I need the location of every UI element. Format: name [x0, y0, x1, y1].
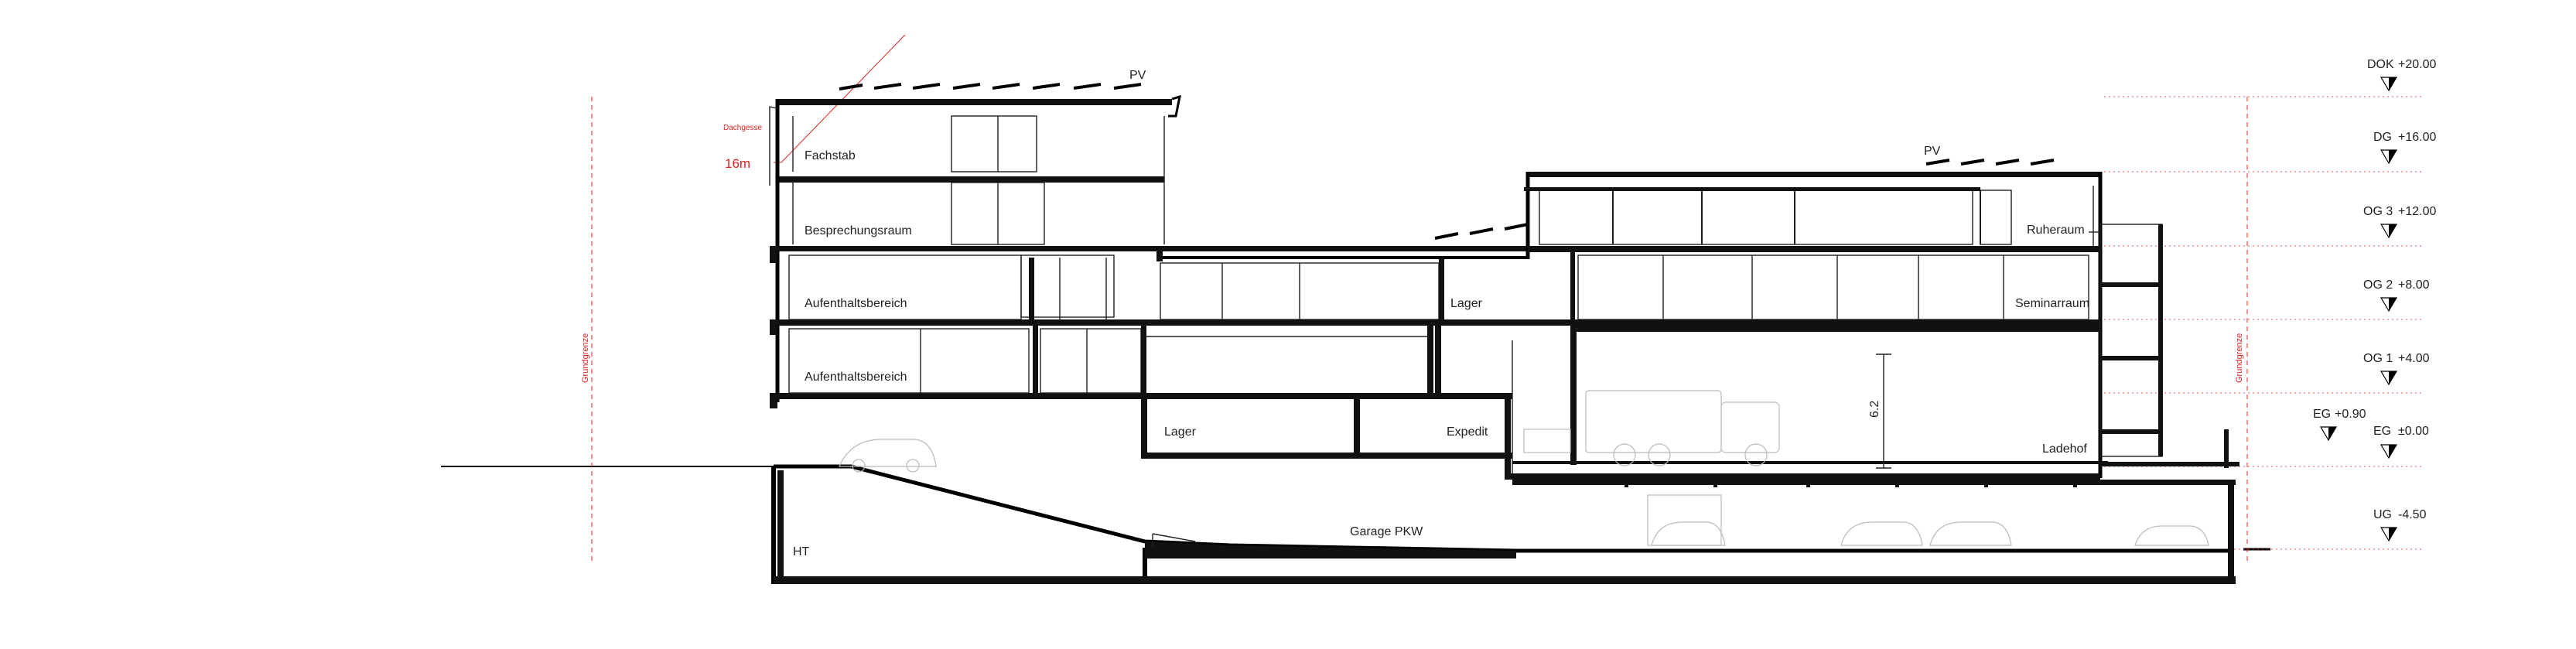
pv-panels-left: [839, 83, 1142, 91]
level-dg-name: DG: [2373, 131, 2392, 144]
level-guides: [2104, 96, 2421, 550]
level-ug-name: UG: [2373, 508, 2392, 521]
pv-panels-right: [1925, 159, 2055, 166]
room-labels: Fachstab Besprechungsraum Aufenthaltsber…: [793, 149, 2089, 558]
level-egplus-elev: +0.90: [2335, 408, 2366, 421]
pv-panels-mid: [1434, 223, 1529, 240]
main-floors: [770, 172, 2239, 495]
room-besprechungsraum: Besprechungsraum: [805, 224, 912, 237]
level-dok-name: DOK: [2367, 58, 2394, 71]
grundgrenze-right-label: Grundgrenze: [2235, 333, 2244, 383]
level-og1-name: OG 1: [2363, 352, 2393, 365]
pv-right-label: PV: [1924, 145, 1941, 158]
room-ladehof: Ladehof: [2042, 442, 2087, 456]
level-og3: OG 3 +12.00: [2363, 205, 2436, 239]
room-lager-lower: Lager: [1164, 425, 1197, 439]
ghost-vehicles: [839, 390, 2209, 546]
room-garage: Garage PKW: [1350, 525, 1423, 538]
room-expedit: Expedit: [1447, 425, 1488, 439]
room-fachstab: Fachstab: [805, 149, 856, 162]
level-egplus-name: EG: [2313, 408, 2331, 421]
level-dok-elev: +20.00: [2398, 58, 2436, 71]
level-og2: OG 2 +8.00: [2363, 278, 2430, 313]
level-eg: EG ±0.00: [2373, 425, 2429, 459]
room-seminarraum: Seminarraum: [2015, 297, 2089, 310]
room-lager-upper: Lager: [1450, 297, 1483, 310]
level-ug: UG -4.50: [2373, 508, 2427, 542]
level-markers: DOK +20.00 DG +16.00 OG 3 +12.00 OG 2 +8…: [2313, 58, 2436, 542]
level-og1: OG 1 +4.00: [2363, 352, 2430, 386]
underground: [771, 464, 2236, 584]
left-tower: [769, 94, 1181, 402]
level-eg-plus: EG +0.90: [2313, 408, 2366, 442]
clear-height-dimension: 6.2: [1868, 354, 1891, 469]
height-marker-line: [781, 34, 906, 163]
pv-left-label: PV: [1129, 69, 1146, 82]
room-aufenthalt-lower: Aufenthaltsbereich: [805, 371, 907, 384]
level-dg: DG +16.00: [2373, 131, 2436, 165]
level-og2-name: OG 2: [2363, 278, 2393, 292]
clear-height-label: 6.2: [1868, 401, 1881, 418]
level-dg-elev: +16.00: [2398, 131, 2436, 144]
level-eg-name: EG: [2373, 425, 2391, 438]
level-og3-name: OG 3: [2363, 205, 2393, 218]
room-ht: HT: [793, 545, 810, 558]
height-value-label: 16m: [725, 156, 750, 171]
level-og1-elev: +4.00: [2398, 352, 2430, 365]
level-og3-elev: +12.00: [2398, 205, 2436, 218]
level-eg-elev: ±0.00: [2398, 425, 2429, 438]
level-ug-elev: -4.50: [2398, 508, 2427, 521]
height-small-label: Dachgesse: [723, 124, 762, 132]
grundgrenze-left-label: Grundgrenze: [581, 333, 590, 383]
level-dok: DOK +20.00: [2367, 58, 2436, 92]
level-og2-elev: +8.00: [2398, 278, 2430, 292]
room-aufenthalt-upper: Aufenthaltsbereich: [805, 297, 907, 310]
room-ruheraum: Ruheraum: [2027, 224, 2085, 237]
